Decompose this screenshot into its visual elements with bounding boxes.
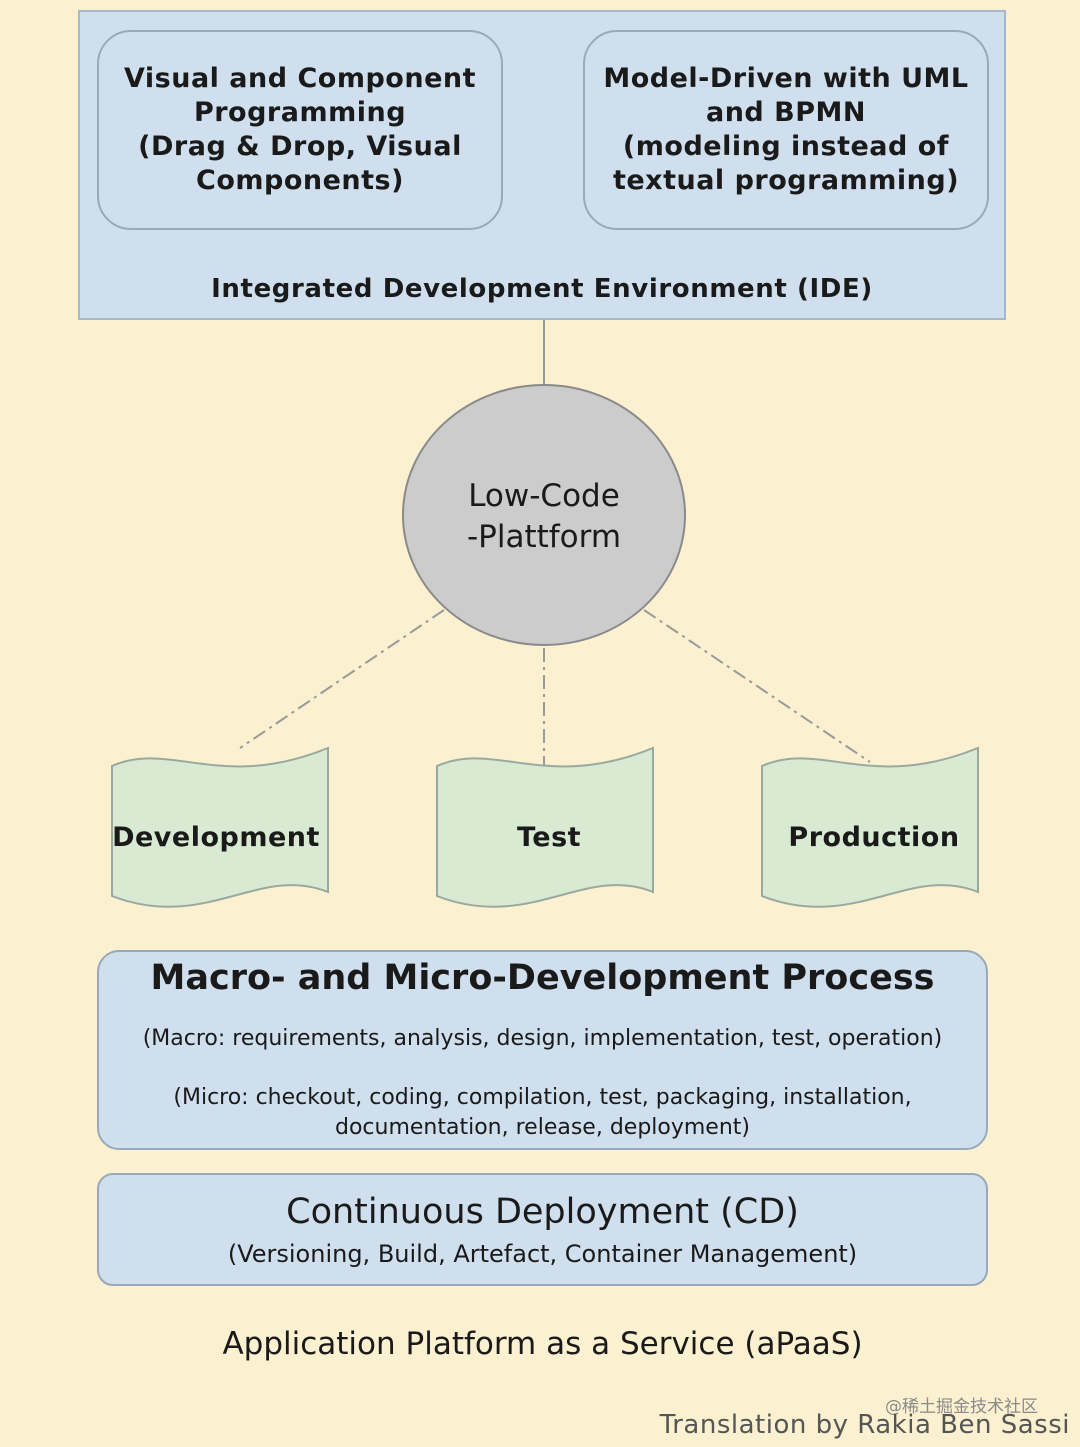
translation-credit: Translation by Rakia Ben Sassi — [659, 1410, 1070, 1440]
watermark: @稀土掘金技术社区 — [885, 1397, 1038, 1417]
platform-label: Low-Code -Plattform — [466, 478, 622, 555]
platform-circle — [402, 384, 686, 646]
test-document — [436, 746, 654, 908]
ide-label: Integrated Development Environment (IDE) — [211, 274, 873, 304]
development-document — [111, 746, 329, 908]
prod-connector-line — [643, 609, 871, 763]
model-driven-box: Model-Driven with UML and BPMN (modeling… — [583, 30, 989, 230]
production-document — [761, 746, 979, 908]
process-title: Macro- and Micro-Development Process — [150, 958, 935, 998]
apaas-label: Application Platform as a Service (aPaaS… — [222, 1326, 863, 1362]
cd-subtitle: (Versioning, Build, Artefact, Container … — [227, 1240, 858, 1268]
visual-programming-box: Visual and Component Programming (Drag &… — [97, 30, 503, 230]
stage-label-production: Production — [788, 822, 960, 853]
cd-title: Continuous Deployment (CD) — [286, 1192, 799, 1232]
process-macro-text: (Macro: requirements, analysis, design, … — [142, 1026, 943, 1051]
cd-box — [97, 1173, 988, 1286]
stage-label-test: Test — [516, 822, 582, 853]
process-box — [97, 950, 988, 1150]
process-micro-text: (Micro: checkout, coding, compilation, t… — [173, 1085, 912, 1140]
stage-label-development: Development — [112, 822, 320, 853]
